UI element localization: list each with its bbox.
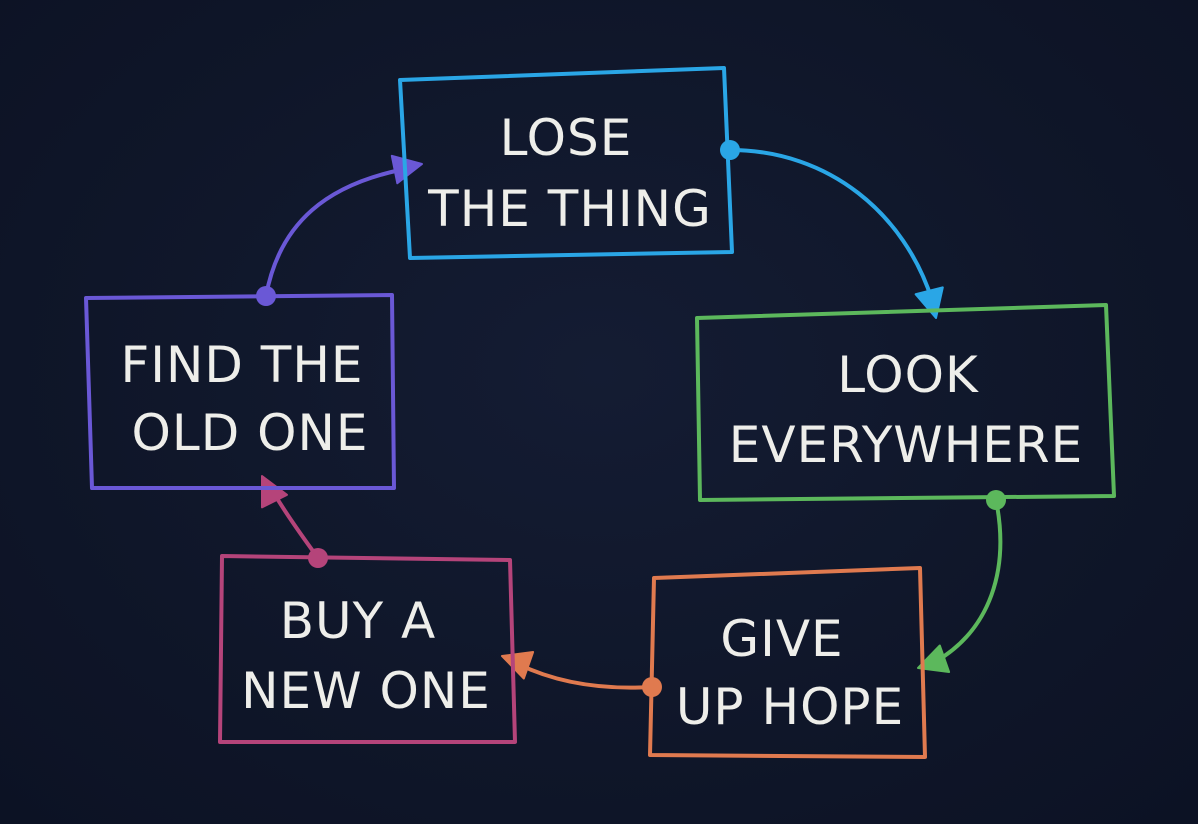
node-give-line-2: UP HOPE (676, 678, 904, 736)
node-lose-line-1: LOSE (500, 109, 633, 167)
edge-lose-look (720, 140, 944, 319)
edge-give-buy-arrowhead (501, 651, 535, 680)
edge-buy-find-line (273, 493, 320, 560)
edge-give-buy-line (516, 662, 654, 690)
node-lose: LOSE THE THING (398, 66, 734, 260)
node-look-box (695, 303, 1116, 502)
node-buy-line-1: BUY A (280, 592, 437, 650)
edge-look-give-arrowhead (917, 644, 951, 673)
node-buy-line-2: NEW ONE (241, 662, 491, 720)
edge-find-lose-line (264, 168, 402, 298)
node-find-line-2: OLD ONE (132, 404, 369, 462)
edge-look-give (917, 490, 1006, 673)
node-lose-line-2: THE THING (427, 180, 712, 238)
node-give: GIVE UP HOPE (648, 566, 927, 759)
node-find: FIND THE OLD ONE (84, 293, 396, 490)
edge-buy-find-arrowhead (261, 475, 288, 509)
edge-lose-look-start-dot (720, 140, 740, 160)
node-look: LOOK EVERYWHERE (695, 303, 1116, 502)
node-give-box (648, 566, 927, 759)
edge-lose-look-arrowhead (914, 286, 944, 319)
node-find-box (84, 293, 396, 490)
edge-lose-look-line (728, 148, 934, 302)
node-find-line-1: FIND THE (120, 336, 363, 394)
node-lose-box (398, 66, 734, 260)
node-give-line-1: GIVE (720, 610, 843, 668)
nodes-layer: LOSE THE THING LOOK EVERYWHERE GIVE UP H… (84, 66, 1116, 759)
node-look-line-1: LOOK (837, 346, 979, 404)
node-buy-box (218, 554, 517, 744)
edge-find-lose (256, 154, 423, 306)
edge-give-buy (501, 651, 662, 697)
edge-look-give-line (933, 498, 1003, 664)
edge-look-give-start-dot (986, 490, 1006, 510)
node-look-line-2: EVERYWHERE (729, 416, 1083, 474)
node-buy: BUY A NEW ONE (218, 554, 517, 744)
